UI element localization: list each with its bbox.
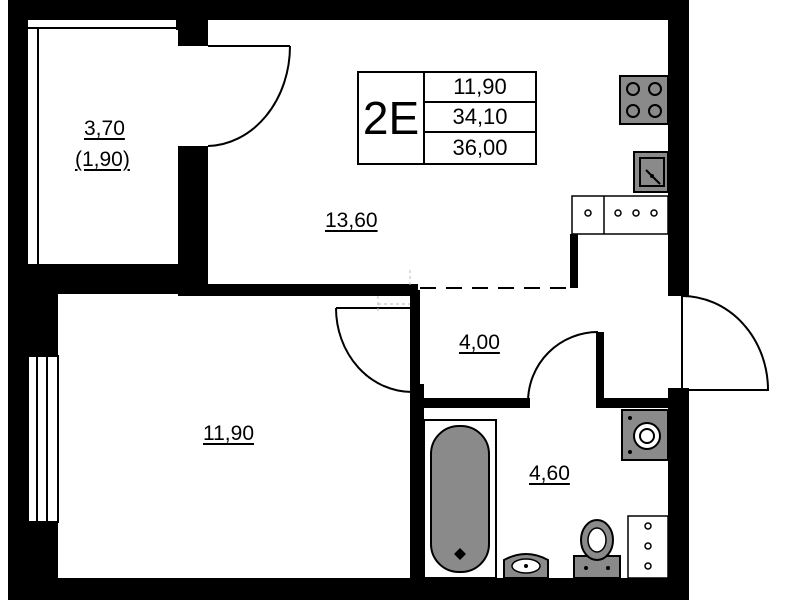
kitchen-area-label: 13,60 — [325, 209, 378, 232]
stove-icon — [619, 75, 669, 125]
walls — [8, 0, 689, 600]
bedroom-window — [27, 355, 59, 523]
wall-right-lower — [668, 388, 689, 600]
wall-balcony-inner — [176, 20, 208, 46]
wall-hall-left — [410, 290, 420, 400]
bathtub-icon — [423, 419, 497, 579]
wall-hall-right — [596, 332, 604, 408]
living-area-value: 11,90 — [425, 73, 535, 103]
bathroom-counter — [627, 515, 669, 579]
wall-kitchen-bottom — [178, 284, 418, 296]
wall-top-left — [8, 0, 208, 20]
balcony-reduced-area-label: (1,90) — [75, 148, 130, 171]
wall-bottom — [8, 578, 689, 600]
wall-bath-top-right — [598, 398, 672, 408]
wall-balcony-bottom — [28, 264, 188, 294]
wall-left-window-top — [28, 290, 58, 360]
wall-bath-top — [410, 398, 530, 408]
wall-top — [184, 0, 689, 20]
bathroom-area-label: 4,60 — [529, 462, 570, 485]
kitchen-counter — [571, 195, 669, 235]
apartment-code: 2E — [359, 73, 425, 163]
balcony-area-label: 3,70 — [84, 117, 125, 140]
wall-bedroom-right — [410, 384, 424, 580]
bedroom-area-label: 11,90 — [203, 422, 254, 445]
stair-ghost — [377, 270, 411, 312]
washbasin-icon — [503, 553, 549, 579]
hall-area-label: 4,00 — [459, 331, 500, 354]
toilet-icon — [573, 519, 621, 579]
wall-left-window-bottom — [28, 520, 58, 580]
balcony-glazing — [28, 27, 176, 264]
total-area-value: 34,10 — [425, 103, 535, 133]
wall-right — [668, 0, 689, 296]
wall-kitchen-right — [570, 234, 578, 288]
balcony-door — [207, 45, 291, 147]
entrance-door — [681, 295, 770, 391]
balcony-floor — [38, 30, 178, 264]
bathroom-door — [527, 331, 599, 403]
total-area-with-balcony-value: 36,00 — [452, 135, 508, 160]
bedroom-door — [335, 307, 413, 393]
washing-machine-icon — [621, 409, 669, 461]
wall-left — [8, 0, 28, 600]
sink-icon — [633, 151, 669, 193]
apartment-badge: 2E 11,90 34,10 36,00 — [357, 71, 537, 165]
